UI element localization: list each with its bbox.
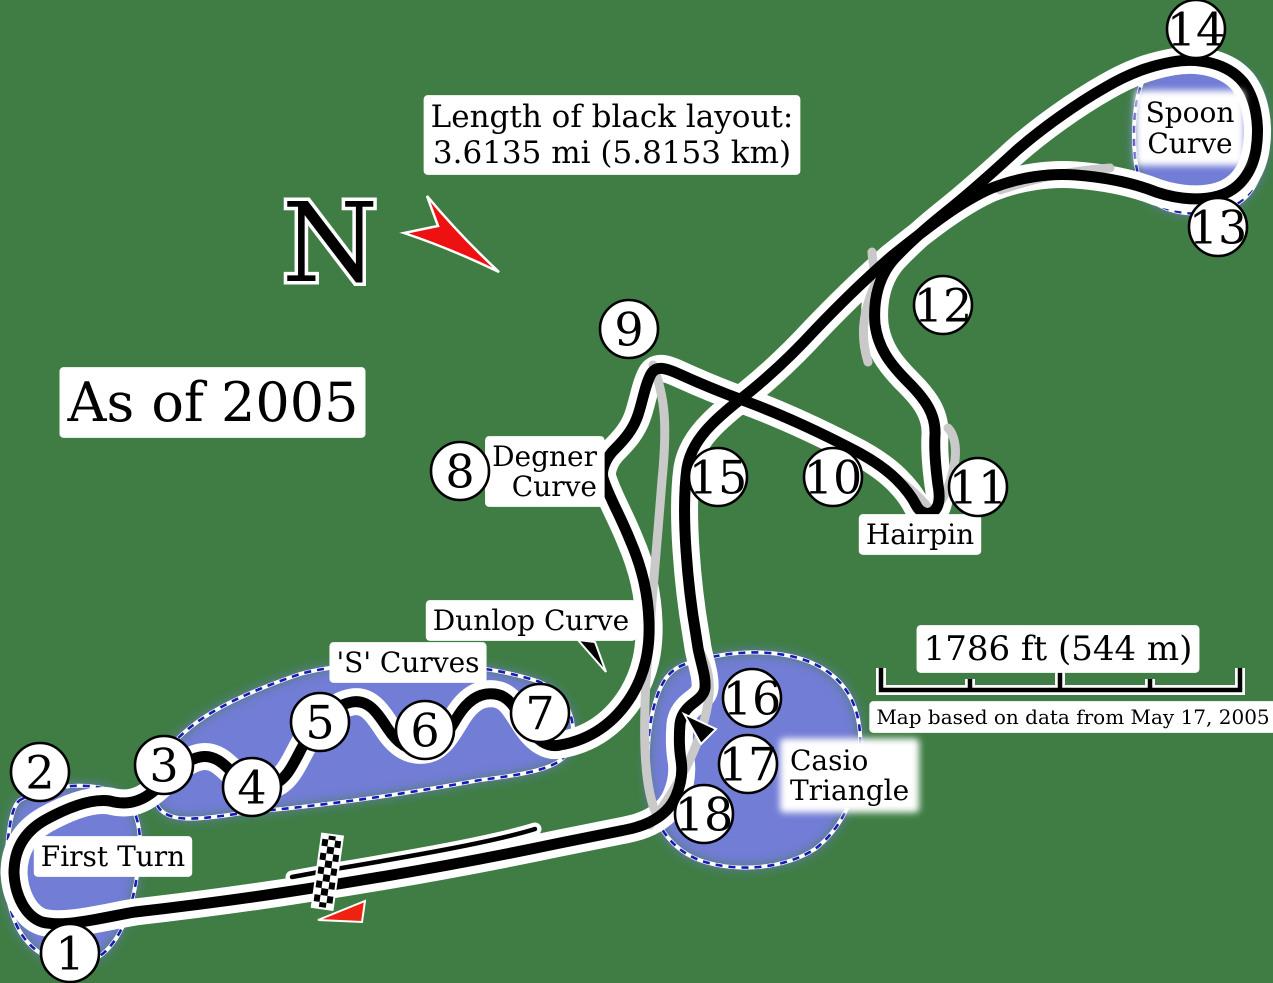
corner-marker-1: 1 — [39, 922, 101, 983]
corner-number-6: 6 — [410, 704, 439, 758]
label-box-scale-note — [869, 701, 1273, 733]
label-text-as-of: As of 2005 — [67, 371, 359, 434]
corner-circle-15 — [687, 446, 749, 508]
corner-number-11: 11 — [949, 461, 1008, 515]
corner-marker-13: 13 — [1187, 196, 1249, 258]
labels-layer: Length of black layout:3.6135 mi (5.8153… — [33, 90, 1273, 877]
corner-circle-18 — [673, 783, 735, 845]
corner-number-13: 13 — [1189, 201, 1248, 255]
corner-circle-8 — [429, 440, 491, 502]
corner-circle-7 — [509, 682, 571, 744]
label-text-scale-note: Map based on data from May 17, 2005 — [876, 705, 1269, 729]
label-hairpin: Hairpin — [858, 514, 982, 555]
corner-number-18: 18 — [675, 788, 734, 842]
label-box-dunlop-curve — [425, 600, 637, 641]
corner-number-7: 7 — [525, 687, 554, 741]
corner-marker-14: 14 — [1165, 0, 1227, 60]
corner-circle-10 — [802, 446, 864, 508]
corner-number-8: 8 — [445, 445, 474, 499]
label-box-scale-label — [916, 625, 1200, 673]
pit-lane — [289, 826, 538, 880]
corner-number-3: 3 — [149, 739, 178, 793]
corner-number-2: 2 — [25, 746, 54, 800]
label-box-s-curves — [329, 642, 487, 683]
corner-number-15: 15 — [689, 451, 748, 505]
corner-number-1: 1 — [55, 927, 84, 981]
corner-marker-2: 2 — [9, 741, 71, 803]
corner-circle-14 — [1165, 0, 1227, 60]
label-s-curves: 'S' Curves — [329, 642, 487, 683]
start-finish-checkered-line — [310, 832, 345, 911]
corner-number-17: 17 — [719, 738, 778, 792]
label-length-note: Length of black layout:3.6135 mi (5.8153… — [423, 95, 801, 175]
corner-marker-3: 3 — [133, 734, 195, 796]
label-text-first-turn: First Turn — [41, 840, 185, 873]
label-box-first-turn — [33, 836, 193, 877]
corner-marker-8: 8 — [429, 440, 491, 502]
corner-number-9: 9 — [614, 303, 643, 357]
label-text-hairpin: Hairpin — [866, 518, 974, 551]
label-scale-note: Map based on data from May 17, 2005 — [869, 701, 1273, 733]
corner-circle-3 — [133, 734, 195, 796]
corner-marker-18: 18 — [673, 783, 735, 845]
corner-number-4: 4 — [237, 761, 266, 815]
corner-marker-6: 6 — [394, 699, 456, 761]
corner-circle-13 — [1187, 196, 1249, 258]
race-direction-arrow — [317, 899, 367, 924]
corner-circle-1 — [39, 922, 101, 983]
scale-bar — [876, 668, 1245, 695]
corner-marker-15: 15 — [687, 446, 749, 508]
corner-marker-16: 16 — [721, 667, 783, 729]
corner-marker-5: 5 — [289, 691, 351, 753]
label-box-spoon-curve — [1135, 90, 1245, 166]
dunlop-pointer-icon — [575, 638, 607, 673]
corner-marker-10: 10 — [802, 446, 864, 508]
corner-number-5: 5 — [305, 696, 334, 750]
corner-marker-9: 9 — [598, 298, 660, 360]
label-text-s-curves: 'S' Curves — [336, 646, 479, 679]
corner-number-10: 10 — [804, 451, 863, 505]
label-scale-label: 1786 ft (544 m) — [916, 625, 1200, 673]
start-finish — [310, 832, 367, 924]
label-box-casio-triangle — [780, 738, 920, 813]
corner-number-12: 12 — [914, 279, 973, 333]
corner-circle-2 — [9, 741, 71, 803]
corner-circle-17 — [717, 733, 779, 795]
corner-marker-11: 11 — [947, 456, 1009, 518]
corner-circle-4 — [221, 756, 283, 818]
corner-number-16: 16 — [723, 672, 782, 726]
corner-marker-7: 7 — [509, 682, 571, 744]
label-text-north-letter: N — [282, 179, 378, 307]
corner-number-14: 14 — [1167, 3, 1226, 57]
corner-marker-17: 17 — [717, 733, 779, 795]
corner-marker-12: 12 — [912, 274, 974, 336]
label-first-turn: First Turn — [33, 836, 193, 877]
corner-circle-9 — [598, 298, 660, 360]
corner-circle-12 — [912, 274, 974, 336]
corner-circle-6 — [394, 699, 456, 761]
corner-marker-4: 4 — [221, 756, 283, 818]
corner-circle-5 — [289, 691, 351, 753]
label-box-as-of — [59, 367, 366, 438]
label-box-length-note — [423, 95, 801, 175]
label-text-scale-label: 1786 ft (544 m) — [924, 629, 1193, 669]
casio-pointer-icon — [681, 711, 718, 746]
label-north-letter: N — [278, 176, 381, 311]
label-box-degner-curve — [485, 436, 605, 507]
north-arrow-icon — [399, 195, 500, 274]
corner-circle-16 — [721, 667, 783, 729]
label-text-dunlop-curve: Dunlop Curve — [433, 604, 629, 637]
label-box-hairpin — [858, 514, 982, 555]
label-dunlop-curve: Dunlop Curve — [425, 600, 637, 641]
label-as-of: As of 2005 — [59, 367, 366, 438]
corner-circle-11 — [947, 456, 1009, 518]
label-text-length-note: Length of black layout:3.6135 mi (5.8153… — [431, 99, 794, 171]
